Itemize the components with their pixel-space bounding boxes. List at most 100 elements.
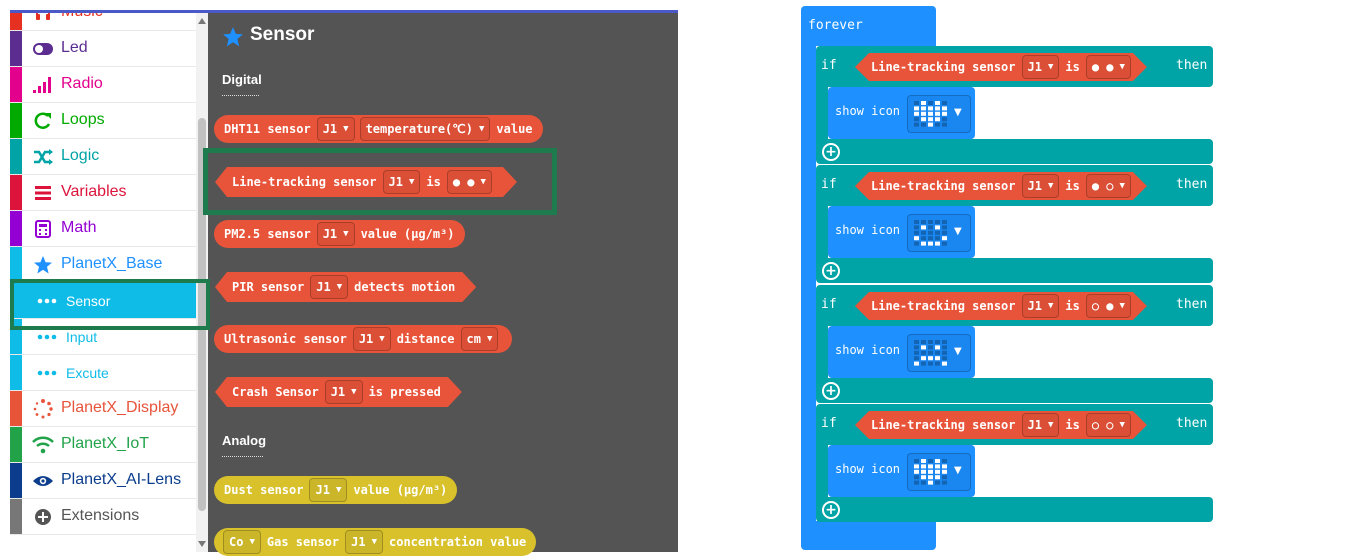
block-ultrasonic-sensor[interactable]: Ultrasonic sensor J1▼ distance cm▼ <box>214 325 513 353</box>
port-dropdown[interactable]: J1 ▼ <box>309 478 348 502</box>
if-keyword: if <box>821 58 837 73</box>
if-block-spine <box>816 322 828 378</box>
add-else-plus-icon[interactable]: + <box>822 143 840 161</box>
spinner-icon <box>32 398 54 420</box>
block-dht11-sensor[interactable]: DHT11 sensor J1▼ temperature(℃)▼ value <box>214 115 543 143</box>
category-loops[interactable]: Loops <box>10 103 196 139</box>
state-dropdown[interactable]: ○ ●▼ <box>1086 294 1131 318</box>
if-keyword: if <box>821 297 837 312</box>
caret-down-icon: ▼ <box>335 485 342 495</box>
block-pm25-sensor[interactable]: PM2.5 sensor J1▼ value (μg/m³) <box>214 220 465 248</box>
forever-block[interactable] <box>801 6 936 46</box>
category-color-strip <box>10 139 22 174</box>
add-else-plus-icon[interactable]: + <box>822 382 840 400</box>
if-block-bottom <box>816 258 1213 283</box>
section-divider <box>222 456 263 457</box>
block-text: PM2.5 sensor <box>224 227 311 241</box>
category-radio[interactable]: Radio <box>10 67 196 103</box>
highlight-box <box>10 279 210 330</box>
category-label: Excute <box>66 365 109 381</box>
caret-down-icon: ▼ <box>351 387 357 397</box>
port-dropdown[interactable]: J1▼ <box>352 327 391 351</box>
category-logic[interactable]: Logic <box>10 139 196 175</box>
category-label: Logic <box>61 147 100 164</box>
caret-down-icon: ▼ <box>336 282 343 292</box>
show-icon-block[interactable]: show icon ▼ <box>828 206 975 258</box>
category-variables[interactable]: Variables <box>10 175 196 211</box>
if-block-spine <box>816 83 828 139</box>
block-dust-sensor[interactable]: Dust sensor J1▼ value (μg/m³) <box>214 476 458 504</box>
category-planetx-display[interactable]: PlanetX_Display <box>10 391 196 427</box>
state-dropdown[interactable]: ● ○▼ <box>1086 174 1131 198</box>
toggle-icon <box>32 38 54 60</box>
calculator-icon <box>32 218 54 240</box>
category-label: Input <box>66 329 98 345</box>
then-keyword: then <box>1176 297 1208 312</box>
dropdown-value: cm <box>466 332 481 346</box>
category-math[interactable]: Math <box>10 211 196 247</box>
port-dropdown[interactable]: J1▼ <box>345 530 383 554</box>
scroll-down-arrow-icon[interactable] <box>198 541 206 547</box>
caret-down-icon: ▼ <box>408 177 415 187</box>
block-pir-sensor[interactable]: PIR sensor J1▼ detects motion <box>215 272 476 302</box>
port-dropdown[interactable]: J1▼ <box>383 170 421 194</box>
category-planetx-base[interactable]: PlanetX_Base <box>10 247 196 283</box>
line-tracking-condition-block[interactable]: Line-tracking sensor J1▼ is ○ ●▼ <box>855 292 1147 320</box>
caret-down-icon: ▼ <box>954 226 962 237</box>
dropdown-value: ○ ○ <box>1091 418 1114 432</box>
port-dropdown[interactable]: J1▼ <box>1022 174 1060 198</box>
port-dropdown[interactable]: J1▼ <box>310 275 348 299</box>
port-dropdown[interactable]: J1▼ <box>1022 55 1060 79</box>
block-line-tracking-sensor[interactable]: Line-tracking sensor J1▼ is ● ●▼ <box>215 167 517 197</box>
add-else-plus-icon[interactable]: + <box>822 501 840 519</box>
caret-down-icon: ▼ <box>1047 420 1054 430</box>
category-label: Loops <box>61 111 105 128</box>
port-dropdown[interactable]: J1▼ <box>316 222 355 246</box>
category-planetx-iot[interactable]: PlanetX_IoT <box>10 427 196 463</box>
caret-down-icon: ▼ <box>954 346 962 357</box>
category-color-strip <box>10 31 22 66</box>
icon-picker-dropdown[interactable]: ▼ <box>907 95 971 133</box>
block-text: PIR sensor <box>232 280 305 294</box>
port-dropdown[interactable]: J1▼ <box>316 117 355 141</box>
show-icon-block[interactable]: show icon ▼ <box>828 445 975 497</box>
category-sensor[interactable]: Sensor <box>10 283 196 319</box>
category-led[interactable]: Led <box>10 31 196 67</box>
scrollbar-thumb[interactable] <box>198 118 206 511</box>
add-else-plus-icon[interactable]: + <box>822 262 840 280</box>
show-icon-block[interactable]: show icon ▼ <box>828 326 975 378</box>
if-block-spine <box>816 441 828 497</box>
state-dropdown[interactable]: ● ●▼ <box>1086 55 1131 79</box>
line-tracking-condition-block[interactable]: Line-tracking sensor J1▼ is ● ●▼ <box>855 53 1147 81</box>
if-block-bottom <box>816 497 1213 522</box>
category-planetx-ai-lens[interactable]: PlanetX_AI-Lens <box>10 463 196 499</box>
icon-picker-dropdown[interactable]: ▼ <box>907 334 971 372</box>
state-dropdown[interactable]: ○ ○▼ <box>1086 413 1131 437</box>
dropdown-value: J1 <box>1027 179 1042 193</box>
gas-type-dropdown[interactable]: Co▼ <box>223 530 261 554</box>
unit-dropdown[interactable]: cm▼ <box>460 327 499 351</box>
port-dropdown[interactable]: J1▼ <box>1022 294 1060 318</box>
category-color-strip <box>10 211 22 246</box>
line-tracking-condition-block[interactable]: Line-tracking sensor J1▼ is ○ ○▼ <box>855 411 1147 439</box>
icon-picker-dropdown[interactable]: ▼ <box>907 453 971 491</box>
category-music[interactable]: Music <box>10 13 196 31</box>
scroll-up-arrow-icon[interactable] <box>198 18 206 24</box>
block-gas-sensor[interactable]: Co▼ Gas sensor J1▼ concentration value <box>214 528 537 556</box>
category-excute[interactable]: Excute <box>10 355 196 391</box>
line-tracking-condition-block[interactable]: Line-tracking sensor J1▼ is ● ○▼ <box>855 172 1147 200</box>
flyout-title: Sensor <box>250 24 315 45</box>
state-dropdown[interactable]: ● ●▼ <box>447 170 492 194</box>
measure-dropdown[interactable]: temperature(℃)▼ <box>359 117 491 141</box>
dropdown-value: J1 <box>315 483 330 497</box>
port-dropdown[interactable]: J1▼ <box>1022 413 1060 437</box>
category-color-strip <box>10 175 22 210</box>
section-heading-digital: Digital <box>222 72 262 87</box>
if-keyword: if <box>821 177 837 192</box>
block-crash-sensor[interactable]: Crash Sensor J1▼ is pressed <box>215 377 462 407</box>
port-dropdown[interactable]: J1▼ <box>325 380 363 404</box>
show-icon-block[interactable]: show icon ▼ <box>828 87 975 139</box>
caret-down-icon: ▼ <box>1047 62 1054 72</box>
icon-picker-dropdown[interactable]: ▼ <box>907 214 971 252</box>
category-extensions[interactable]: Extensions <box>10 499 196 535</box>
